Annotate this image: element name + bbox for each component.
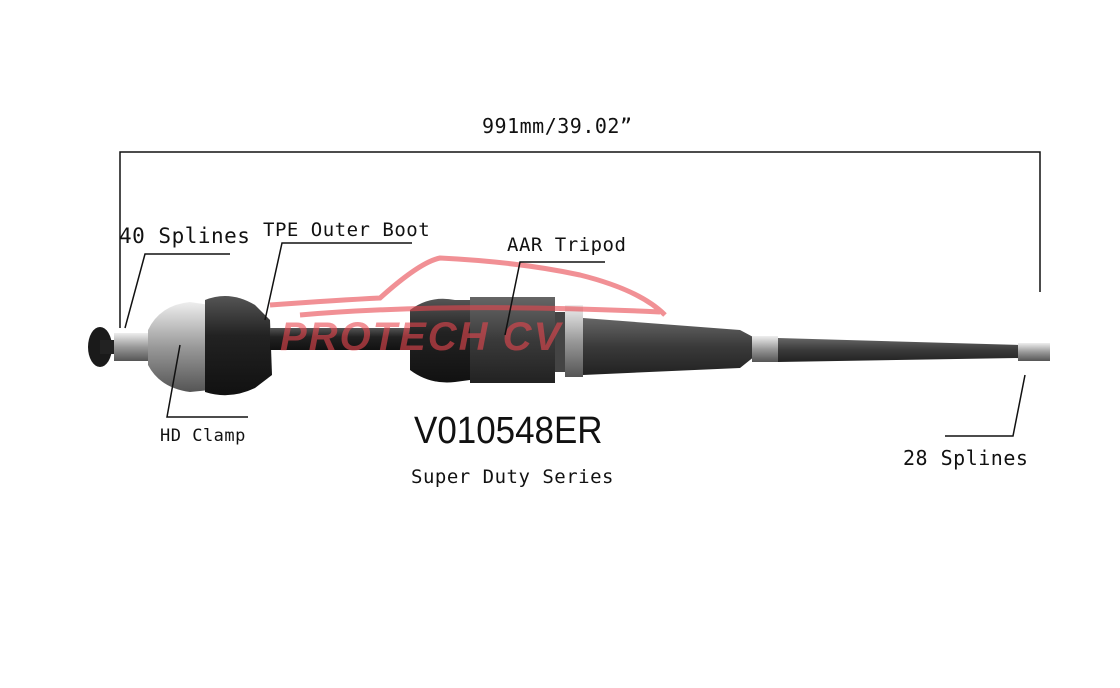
series-name: Super Duty Series	[411, 466, 614, 488]
leader-outer-boot	[264, 242, 412, 321]
overall-length-dimension: 991mm/39.02”	[482, 114, 633, 138]
protech-cv-watermark: PROTECH CV	[269, 255, 667, 359]
label-hd-clamp: HD Clamp	[160, 426, 246, 446]
leader-tripod	[504, 261, 605, 336]
cv-axle-image	[88, 296, 1050, 396]
leader-clamp	[166, 344, 248, 418]
label-28-splines: 28 Splines	[903, 446, 1029, 470]
label-aar-tripod: AAR Tripod	[507, 234, 627, 256]
label-40-splines: 40 Splines	[119, 224, 251, 248]
part-number: V010548ER	[414, 410, 603, 452]
dimension-bracket	[119, 151, 1041, 328]
svg-text:PROTECH CV: PROTECH CV	[280, 315, 564, 359]
label-tpe-outer-boot: TPE Outer Boot	[263, 219, 431, 241]
leader-inner-splines	[945, 374, 1026, 437]
leader-outer-splines	[124, 253, 230, 329]
